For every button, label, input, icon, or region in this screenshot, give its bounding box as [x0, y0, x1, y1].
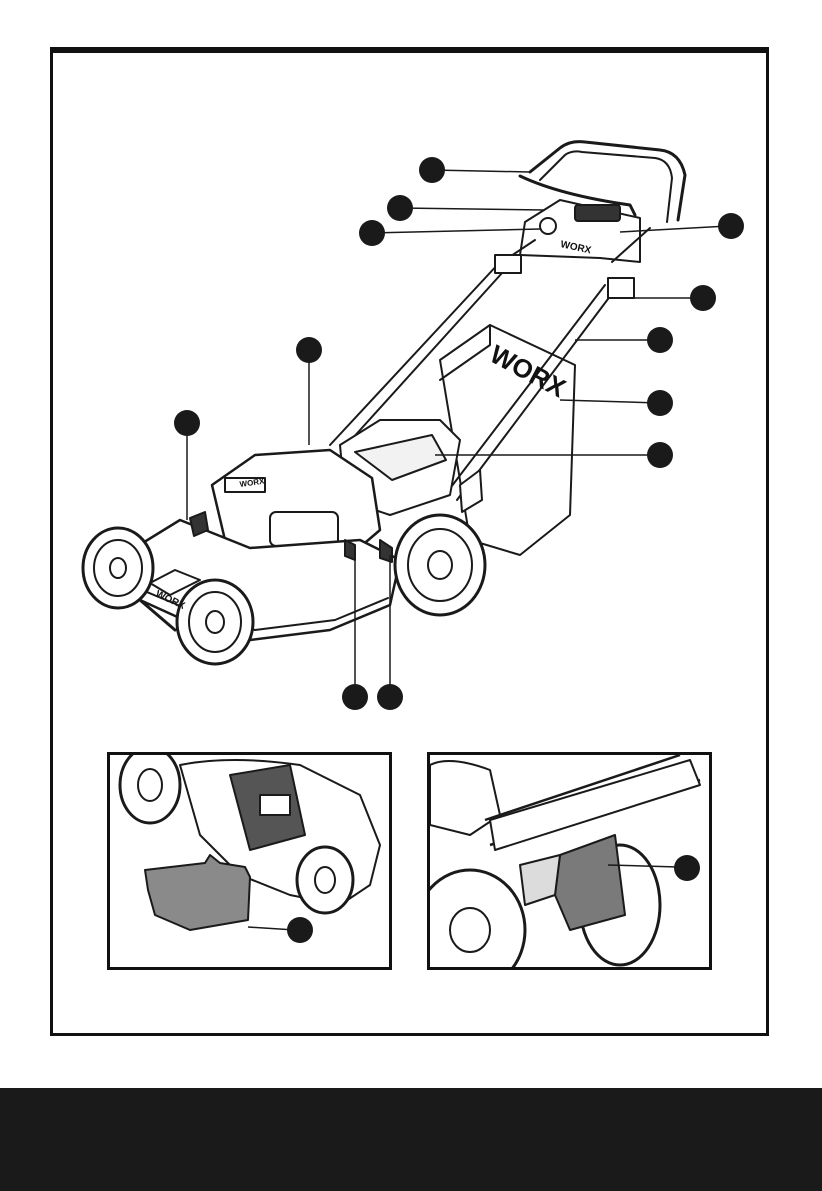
callout-battery-cover [296, 337, 322, 363]
front-left-wheel [83, 528, 153, 608]
callout-handle-lock [690, 285, 716, 311]
callout-lower-handle [647, 327, 673, 353]
inset-mulch-plug [107, 752, 392, 970]
callout-front-lever [174, 410, 200, 436]
callout-grass-bag [647, 390, 673, 416]
callout-safety-key [359, 220, 385, 246]
footer-band [0, 1088, 822, 1191]
callout-handle-bar [419, 157, 445, 183]
front-right-wheel [177, 580, 253, 664]
inset-side-discharge [427, 752, 712, 970]
callout-side-discharge [674, 855, 700, 881]
callout-control-panel [718, 213, 744, 239]
side-discharge-chute [555, 835, 625, 930]
callout-rear-flap [647, 442, 673, 468]
rear-right-wheel [395, 515, 485, 615]
mulch-plug [145, 855, 250, 930]
callout-switch-lever [387, 195, 413, 221]
callout-height-lever [342, 684, 368, 710]
callout-wheel-drive [377, 684, 403, 710]
callout-mulch-plug [287, 917, 313, 943]
